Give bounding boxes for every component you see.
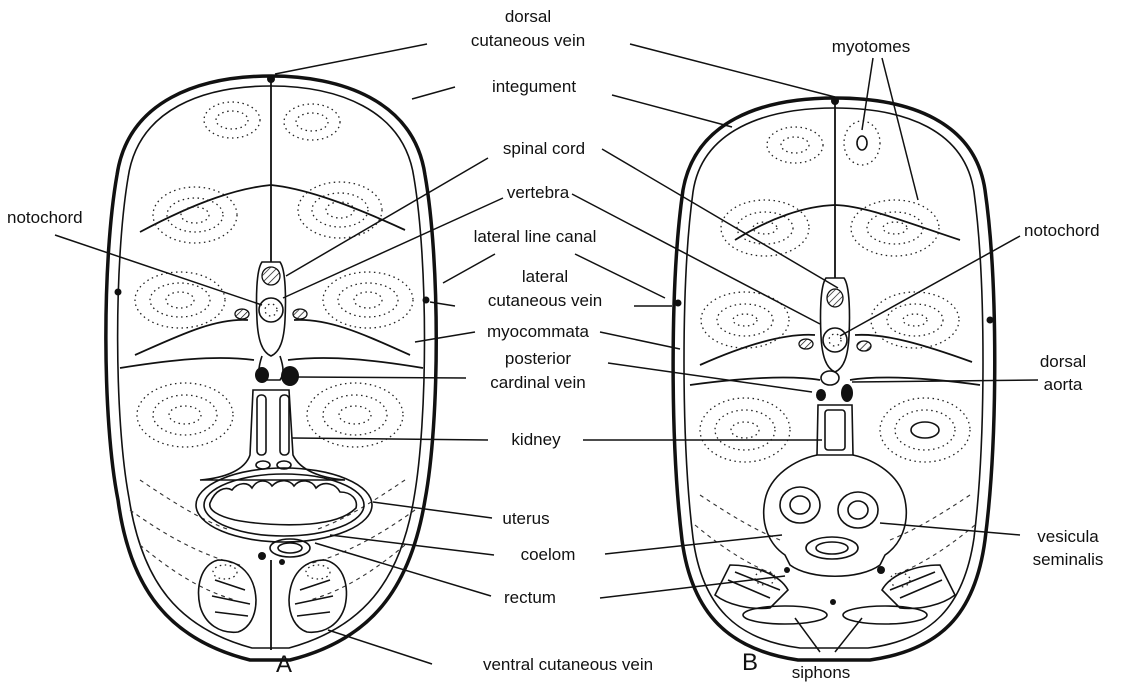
label-vesicula-seminalis-line2: seminalis xyxy=(1033,550,1104,569)
label-integument: integument xyxy=(492,77,576,96)
section-b-lateral-cutaneous-vein-left xyxy=(675,300,682,307)
label-spinal-cord: spinal cord xyxy=(503,139,585,158)
section-b-spinal-cord xyxy=(827,289,843,307)
label-ventral-cutaneous-vein: ventral cutaneous vein xyxy=(483,655,653,674)
panel-label-b: B xyxy=(742,649,758,676)
section-a-lateral-cutaneous-vein-left xyxy=(115,289,122,296)
label-dorsal-cutaneous-vein-line1: dorsal xyxy=(505,7,551,26)
section-b-notochord xyxy=(823,328,847,352)
section-b-rib-left xyxy=(799,339,813,349)
section-a-spinal-cord xyxy=(262,267,280,285)
label-notochord-a: notochord xyxy=(7,208,83,227)
label-uterus: uterus xyxy=(502,509,549,528)
section-a-myocomma xyxy=(271,185,405,230)
section-b-vesicula-seminalis-right xyxy=(838,492,878,528)
section-b-siphon-right xyxy=(843,606,927,624)
section-b-kidney xyxy=(825,410,845,450)
section-a-myocomma xyxy=(288,358,423,368)
section-b-dorsal-aorta xyxy=(841,384,853,402)
section-a-ventral-muscle-left xyxy=(199,560,256,632)
label-myotomes: myotomes xyxy=(832,37,910,56)
label-siphons: siphons xyxy=(792,663,851,682)
section-b-rectum xyxy=(806,537,858,559)
section-a-ventral-muscle-right xyxy=(289,560,346,632)
section-a-myocomma xyxy=(120,358,254,368)
section-b-posterior-cardinal-vein xyxy=(816,389,826,401)
section-a-rib-right xyxy=(293,309,307,319)
section-a xyxy=(106,75,436,660)
label-posterior-cardinal-vein-line2: cardinal vein xyxy=(490,373,585,392)
section-a-lateral-cutaneous-vein-right xyxy=(423,297,430,304)
section-a-kidney-left xyxy=(257,395,266,455)
section-b-rib-right xyxy=(857,341,871,351)
panel-label-a: A xyxy=(276,651,292,678)
section-a-uterus-outer xyxy=(196,468,372,542)
section-a-uterus-lining xyxy=(210,481,357,525)
section-a-myotomes xyxy=(130,102,415,600)
section-a-kidney-region xyxy=(200,390,345,480)
label-kidney: kidney xyxy=(511,430,561,449)
section-a-notochord xyxy=(259,298,283,322)
label-dorsal-aorta-line1: dorsal xyxy=(1040,352,1086,371)
section-b-siphon-left xyxy=(743,606,827,624)
section-a-myocomma xyxy=(294,320,410,355)
label-myocommata: myocommata xyxy=(487,322,590,341)
section-b-lateral-cutaneous-vein-right xyxy=(987,317,994,324)
label-posterior-cardinal-vein-line1: posterior xyxy=(505,349,571,368)
label-lateral-cutaneous-vein-line1: lateral xyxy=(522,267,568,286)
label-lateral-cutaneous-vein-line2: cutaneous vein xyxy=(488,291,602,310)
label-dorsal-aorta-line2: aorta xyxy=(1044,375,1083,394)
label-notochord-b: notochord xyxy=(1024,221,1100,240)
section-a-rib-left xyxy=(235,309,249,319)
section-b-abdominal-cavity xyxy=(764,455,907,576)
section-a-myocomma xyxy=(140,185,271,232)
label-vertebra: vertebra xyxy=(507,183,570,202)
section-a-kidney-right xyxy=(280,395,289,455)
label-coelom: coelom xyxy=(521,545,576,564)
section-b-dorsal-cutaneous-vein xyxy=(831,97,839,105)
section-b-kidney-region xyxy=(817,405,853,455)
label-rectum: rectum xyxy=(504,588,556,607)
label-dorsal-cutaneous-vein-line2: cutaneous vein xyxy=(471,31,585,50)
section-a-dorsal-cutaneous-vein xyxy=(267,75,275,83)
section-a-posterior-cardinal-vein-left xyxy=(255,367,269,383)
label-vesicula-seminalis-line1: vesicula xyxy=(1037,527,1099,546)
section-a-myocomma xyxy=(135,320,248,355)
section-a-posterior-cardinal-vein-right xyxy=(281,366,299,386)
section-b-vesicula-seminalis-left xyxy=(780,487,820,523)
label-lateral-line-canal: lateral line canal xyxy=(474,227,597,246)
